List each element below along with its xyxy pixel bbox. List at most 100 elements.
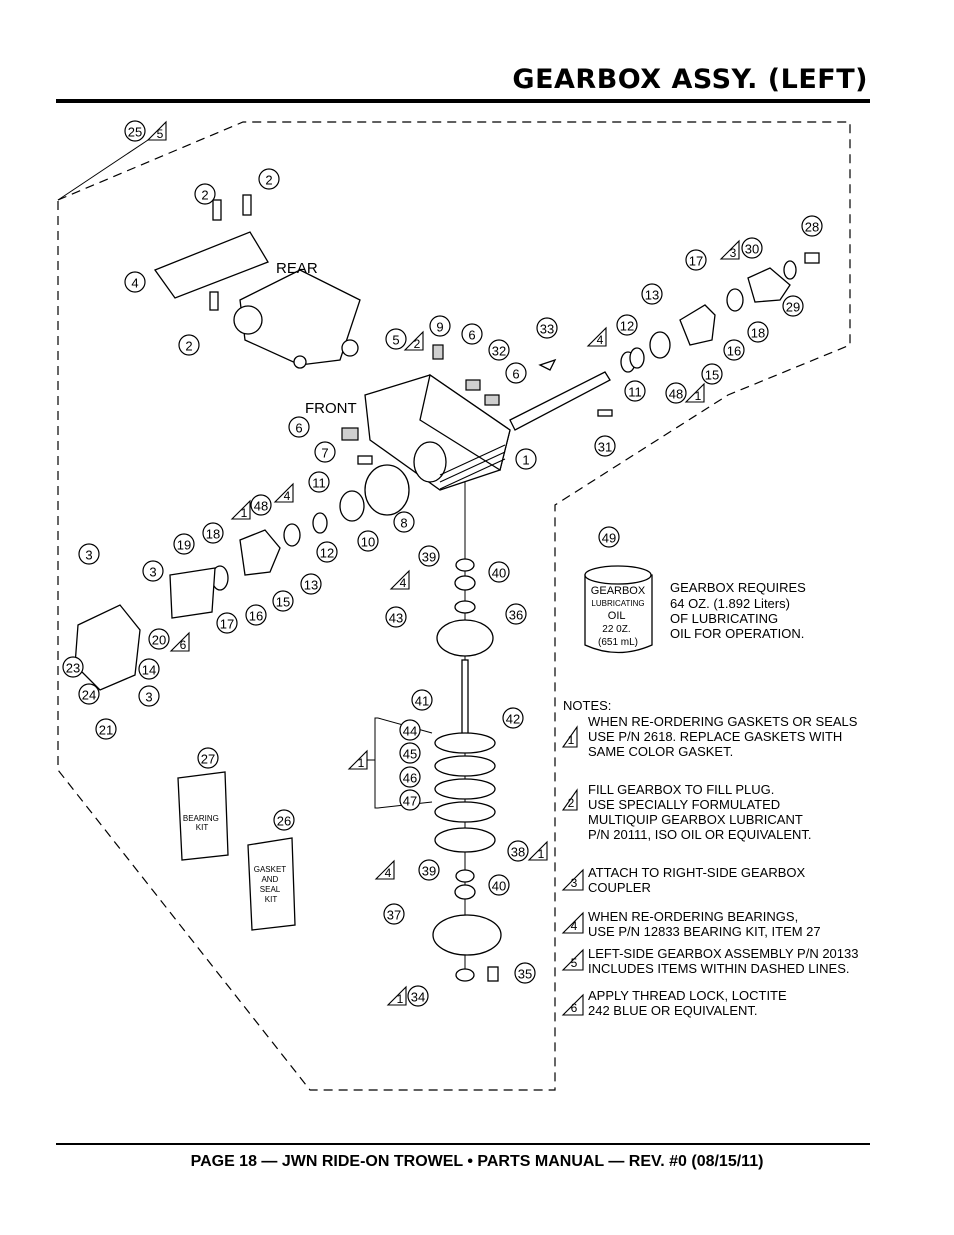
callout-2: 2 bbox=[403, 330, 424, 351]
svg-text:1: 1 bbox=[538, 847, 545, 861]
oil-can-label-3: OIL 22 0Z. (651 mL) bbox=[598, 610, 638, 648]
svg-text:36: 36 bbox=[509, 608, 523, 623]
shim-47 bbox=[434, 801, 496, 823]
callout-41: 41 bbox=[411, 689, 433, 711]
callout-4: 4 bbox=[273, 482, 294, 503]
note-6-symbol: 6 bbox=[561, 993, 584, 1016]
callout-18: 18 bbox=[747, 321, 769, 343]
callout-38: 38 bbox=[507, 840, 529, 862]
seal-40b bbox=[454, 884, 476, 900]
callout-19: 19 bbox=[173, 533, 195, 555]
callout-35: 35 bbox=[514, 962, 536, 984]
callout-3: 3 bbox=[78, 543, 100, 565]
svg-text:6: 6 bbox=[571, 1001, 578, 1015]
svg-text:21: 21 bbox=[99, 723, 113, 738]
callout-4: 4 bbox=[389, 569, 410, 590]
bottom-rule bbox=[56, 1143, 870, 1145]
callout-14: 14 bbox=[138, 658, 160, 680]
svg-text:41: 41 bbox=[415, 694, 429, 709]
callout-23: 23 bbox=[62, 656, 84, 678]
callout-40: 40 bbox=[488, 874, 510, 896]
shim-44 bbox=[434, 732, 496, 754]
callout-8: 8 bbox=[393, 511, 415, 533]
callout-1: 1 bbox=[515, 448, 537, 470]
callout-12: 12 bbox=[316, 541, 338, 563]
callout-29: 29 bbox=[782, 295, 804, 317]
svg-text:48: 48 bbox=[669, 387, 683, 402]
callout-1: 1 bbox=[386, 985, 407, 1006]
svg-text:37: 37 bbox=[387, 908, 401, 923]
note-3-symbol: 3 bbox=[561, 868, 584, 891]
seal-40 bbox=[454, 575, 476, 591]
note-1-symbol: 1 bbox=[561, 725, 578, 748]
note-5-symbol: 5 bbox=[561, 948, 584, 971]
svg-text:3: 3 bbox=[730, 246, 737, 260]
svg-text:28: 28 bbox=[805, 220, 819, 235]
callout-18: 18 bbox=[202, 522, 224, 544]
svg-text:12: 12 bbox=[320, 546, 334, 561]
svg-text:24: 24 bbox=[82, 688, 96, 703]
svg-text:6: 6 bbox=[512, 367, 519, 382]
oil-can-49 bbox=[584, 565, 653, 654]
svg-text:1: 1 bbox=[568, 733, 575, 747]
svg-text:2: 2 bbox=[185, 339, 192, 354]
callout-17: 17 bbox=[685, 249, 707, 271]
callout-7: 7 bbox=[314, 441, 336, 463]
callout-15: 15 bbox=[701, 363, 723, 385]
callout-1: 1 bbox=[684, 382, 705, 403]
worm-gear-8 bbox=[364, 464, 410, 516]
svg-text:12: 12 bbox=[620, 319, 634, 334]
svg-text:34: 34 bbox=[411, 990, 425, 1005]
gasket-38 bbox=[434, 827, 496, 853]
callout-30: 30 bbox=[741, 237, 763, 259]
svg-text:25: 25 bbox=[128, 125, 142, 140]
callout-1: 1 bbox=[347, 749, 368, 770]
bearing-kit-bag-27 bbox=[177, 771, 229, 861]
callout-37: 37 bbox=[383, 903, 405, 925]
note-2-symbol: 2 bbox=[561, 788, 578, 811]
svg-text:2: 2 bbox=[265, 173, 272, 188]
plug-32 bbox=[465, 379, 481, 391]
assembly-boundary bbox=[57, 121, 851, 1091]
note-3-text: ATTACH TO RIGHT-SIDE GEARBOX COUPLER bbox=[588, 865, 809, 895]
bracket-shims bbox=[374, 717, 378, 809]
callout-10: 10 bbox=[357, 530, 379, 552]
svg-text:5: 5 bbox=[571, 956, 578, 970]
note-1-text: WHEN RE-ORDERING GASKETS OR SEALS USE P/… bbox=[588, 714, 861, 759]
svg-text:16: 16 bbox=[727, 344, 741, 359]
callout-13: 13 bbox=[300, 573, 322, 595]
bearing-cap-15b bbox=[239, 529, 281, 576]
svg-text:30: 30 bbox=[745, 242, 759, 257]
svg-text:6: 6 bbox=[295, 421, 302, 436]
svg-text:4: 4 bbox=[284, 489, 291, 503]
svg-text:4: 4 bbox=[385, 866, 392, 880]
page-title: GEARBOX ASSY. (LEFT) bbox=[512, 64, 868, 95]
svg-text:45: 45 bbox=[403, 747, 417, 762]
callout-9: 9 bbox=[429, 315, 451, 337]
gearbox-housing bbox=[364, 373, 511, 491]
rear-label: REAR bbox=[276, 260, 318, 277]
callout-28: 28 bbox=[801, 215, 823, 237]
svg-text:35: 35 bbox=[518, 967, 532, 982]
bearing-39 bbox=[455, 558, 475, 572]
callout-15: 15 bbox=[272, 590, 294, 612]
svg-text:16: 16 bbox=[249, 609, 263, 624]
bearing-11 bbox=[629, 347, 645, 369]
svg-text:4: 4 bbox=[597, 333, 604, 347]
fan-cover-24 bbox=[74, 604, 141, 691]
bearing-kit-label: BEARING KIT bbox=[183, 814, 221, 832]
svg-text:23: 23 bbox=[66, 661, 80, 676]
bushing-10 bbox=[339, 490, 365, 522]
callout-17: 17 bbox=[216, 612, 238, 634]
svg-text:11: 11 bbox=[312, 476, 326, 491]
plug-6b bbox=[341, 427, 359, 441]
svg-text:44: 44 bbox=[403, 724, 417, 739]
fan-19 bbox=[169, 567, 216, 619]
svg-text:19: 19 bbox=[177, 538, 191, 553]
callout-40: 40 bbox=[488, 561, 510, 583]
callout-1: 1 bbox=[527, 840, 548, 861]
callout-5: 5 bbox=[146, 120, 167, 141]
svg-text:7: 7 bbox=[321, 446, 328, 461]
